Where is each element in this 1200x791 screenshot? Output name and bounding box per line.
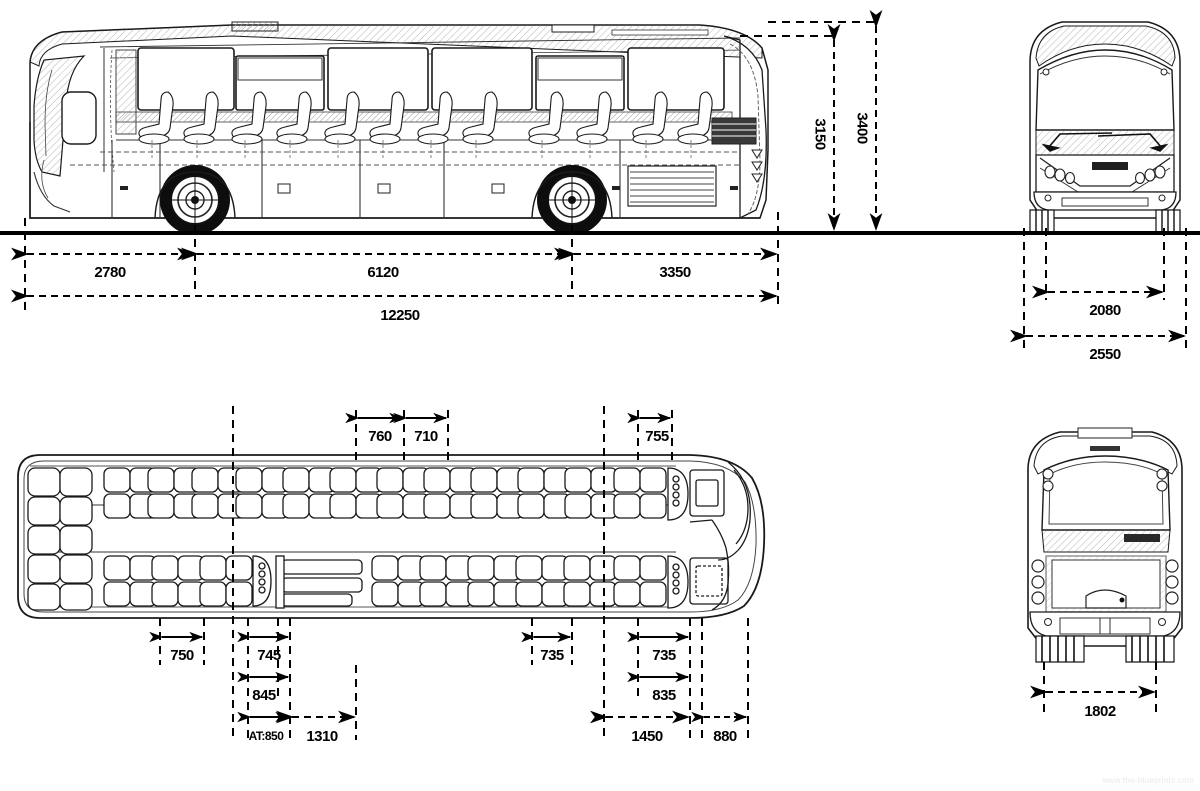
top-upper-dimensions: 760 710 755 <box>345 412 672 445</box>
dimension-735-mid: 735 <box>540 647 564 664</box>
front-elevation-view <box>1000 21 1200 235</box>
dimension-735-rear: 735 <box>652 647 676 664</box>
dimension-6120: 6120 <box>367 264 399 281</box>
dimension-3400: 3400 <box>854 112 871 144</box>
dimension-1450: 1450 <box>631 728 663 745</box>
dimension-880: 880 <box>713 728 737 745</box>
dimension-2550: 2550 <box>1089 346 1121 363</box>
dimension-835: 835 <box>652 687 676 704</box>
watermark: www.the-blueprints.com <box>1102 776 1194 785</box>
dimension-1310: 1310 <box>306 728 338 745</box>
dimension-755: 755 <box>645 428 669 445</box>
top-lower-dimensions: 750 745 735 735 845 835 AT:850 1310 1450… <box>149 631 748 745</box>
dimension-at-850: AT:850 <box>249 729 285 743</box>
front-wheel <box>160 165 230 235</box>
rear-elevation-view <box>1027 427 1183 663</box>
dimension-760: 760 <box>368 428 392 445</box>
side-elevation-view <box>0 21 1000 235</box>
dimension-750: 750 <box>170 647 194 664</box>
dimension-745: 745 <box>257 647 281 664</box>
dimension-2080: 2080 <box>1089 302 1121 319</box>
dimension-845: 845 <box>252 687 276 704</box>
dimension-2780: 2780 <box>94 264 126 281</box>
rear-dimensions: 1802 <box>1030 662 1157 720</box>
front-dimensions: 2080 2550 <box>1010 228 1187 363</box>
side-vertical-dimensions: 3150 3400 <box>812 10 883 231</box>
rear-wheel <box>537 165 607 235</box>
dimension-3350: 3350 <box>659 264 691 281</box>
side-horizontal-dimensions: 2780 6120 3350 12250 <box>11 247 778 324</box>
dimension-1802: 1802 <box>1084 703 1116 720</box>
top-plan-view <box>17 454 766 619</box>
dimension-3150: 3150 <box>812 118 829 150</box>
dimension-710: 710 <box>414 428 438 445</box>
dimension-12250: 12250 <box>380 307 419 324</box>
